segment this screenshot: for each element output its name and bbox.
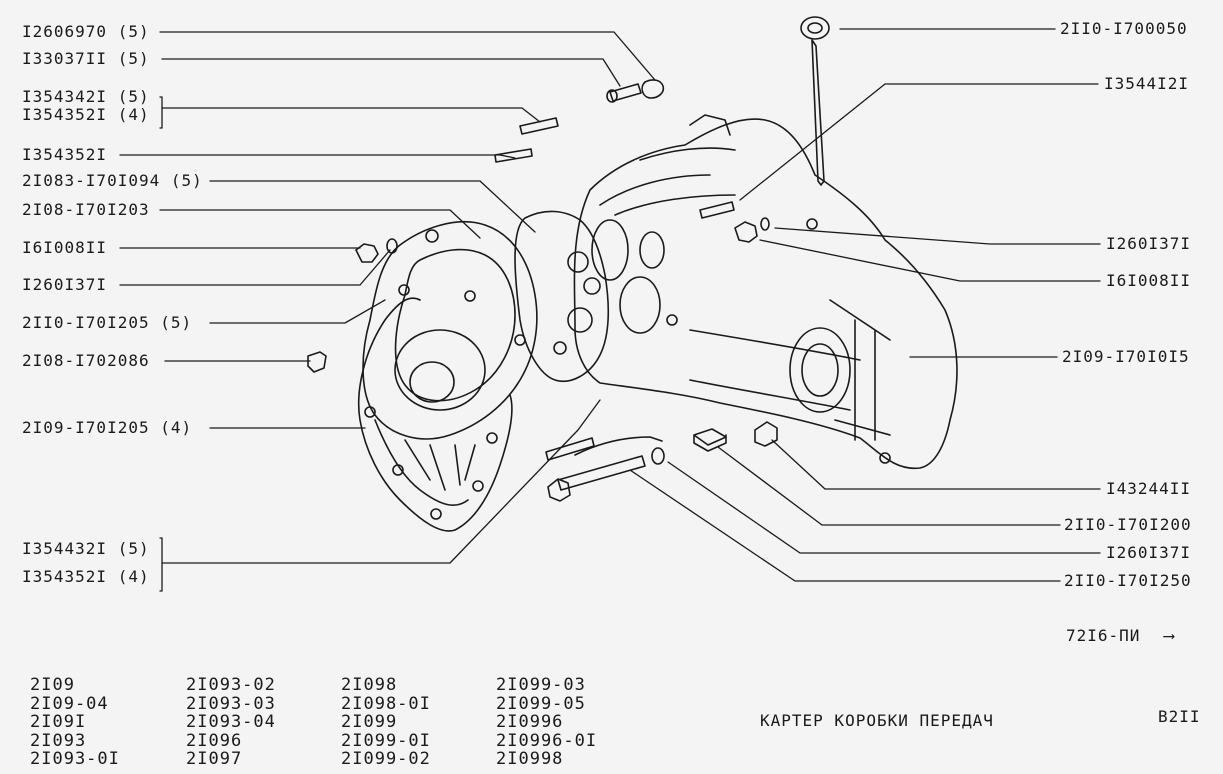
part-label-right-4: I6I008II <box>1106 271 1192 290</box>
part-label-left-12: 2I09-I70I205 (4) <box>22 418 193 437</box>
part-label-left-10: 2II0-I70I205 (5) <box>22 313 193 332</box>
part-label-left-13: I354432I (5) <box>22 539 150 558</box>
page-title: КАРТЕР КОРОБКИ ПЕРЕДАЧ <box>760 711 994 730</box>
dipstick-drawing <box>800 16 830 186</box>
model-code: 2I098 <box>341 675 398 695</box>
model-column-4: 2I099-03 2I099-05 2I0996 2I0996-0I 2I099… <box>496 676 597 769</box>
leader-lines-right <box>629 28 1101 582</box>
model-code: 2I099 <box>341 712 398 733</box>
part-label-right-2: I3544I2I <box>1104 74 1190 93</box>
part-label-left-5: I354352I <box>22 145 108 164</box>
part-label-left-14: I354352I (4) <box>22 567 150 586</box>
gearbox-housing-drawing <box>573 114 958 470</box>
leader-lines-left <box>119 31 656 592</box>
part-label-left-9: I260I37I <box>22 275 108 294</box>
lower-hardware-drawing <box>545 421 778 502</box>
part-label-right-8: I260I37I <box>1106 543 1192 562</box>
part-label-left-1: I2606970 (5) <box>22 22 150 41</box>
model-code: 2I093-03 <box>186 693 276 714</box>
stud-upper <box>494 117 559 163</box>
part-label-left-7: 2I08-I70I203 <box>22 200 150 219</box>
model-code: 2I0996-0I <box>496 730 598 751</box>
bolt-top-left <box>606 79 665 103</box>
model-code: 2I09 <box>30 675 75 695</box>
model-column-1: 2I09 2I09-04 2I09I 2I093 2I093-0I <box>30 676 120 769</box>
model-code: 2I093-04 <box>186 712 276 733</box>
model-code: 2I097 <box>186 749 243 770</box>
model-code: 2I099-03 <box>496 675 586 695</box>
model-code: 2I099-05 <box>496 693 586 714</box>
part-label-right-5: 2I09-I70I0I5 <box>1062 347 1190 366</box>
reference-code: 72I6-ПИ <box>1066 626 1141 645</box>
reference-arrow-icon: ⟶ <box>1164 626 1174 645</box>
model-code: 2I093 <box>30 730 87 751</box>
part-label-right-6: I43244II <box>1106 479 1192 498</box>
part-label-right-7: 2II0-I70I200 <box>1064 515 1192 534</box>
part-label-left-8: I6I008II <box>22 238 108 257</box>
part-label-right-9: 2II0-I70I250 <box>1064 571 1192 590</box>
cover-flange-drawing <box>357 297 513 532</box>
model-code: 2I099-0I <box>341 730 431 751</box>
part-label-right-3: I260I37I <box>1106 234 1192 253</box>
part-label-left-11: 2I08-I702086 <box>22 351 150 370</box>
page-number: B2II <box>1158 707 1201 726</box>
model-code: 2I0998 <box>496 749 564 770</box>
nut-washer-left <box>307 238 398 373</box>
model-code: 2I09I <box>30 712 87 733</box>
model-code: 2I093-02 <box>186 675 276 695</box>
model-code: 2I099-02 <box>341 749 431 770</box>
part-label-left-3: I354342I (5) <box>22 87 150 106</box>
model-code: 2I0996 <box>496 712 564 733</box>
model-code: 2I096 <box>186 730 243 751</box>
model-code: 2I098-0I <box>341 693 431 714</box>
part-label-left-6: 2I083-I70I094 (5) <box>22 171 203 190</box>
model-column-2: 2I093-02 2I093-03 2I093-04 2I096 2I097 <box>186 676 276 769</box>
rear-cover-drawing <box>362 221 538 440</box>
part-label-right-1: 2II0-I700050 <box>1060 19 1188 38</box>
model-code: 2I093-0I <box>30 749 120 770</box>
model-column-3: 2I098 2I098-0I 2I099 2I099-0I 2I099-02 <box>341 676 431 769</box>
model-code: 2I09-04 <box>30 693 109 714</box>
part-label-left-2: I33037II (5) <box>22 49 150 68</box>
part-label-left-4: I354352I (4) <box>22 105 150 124</box>
